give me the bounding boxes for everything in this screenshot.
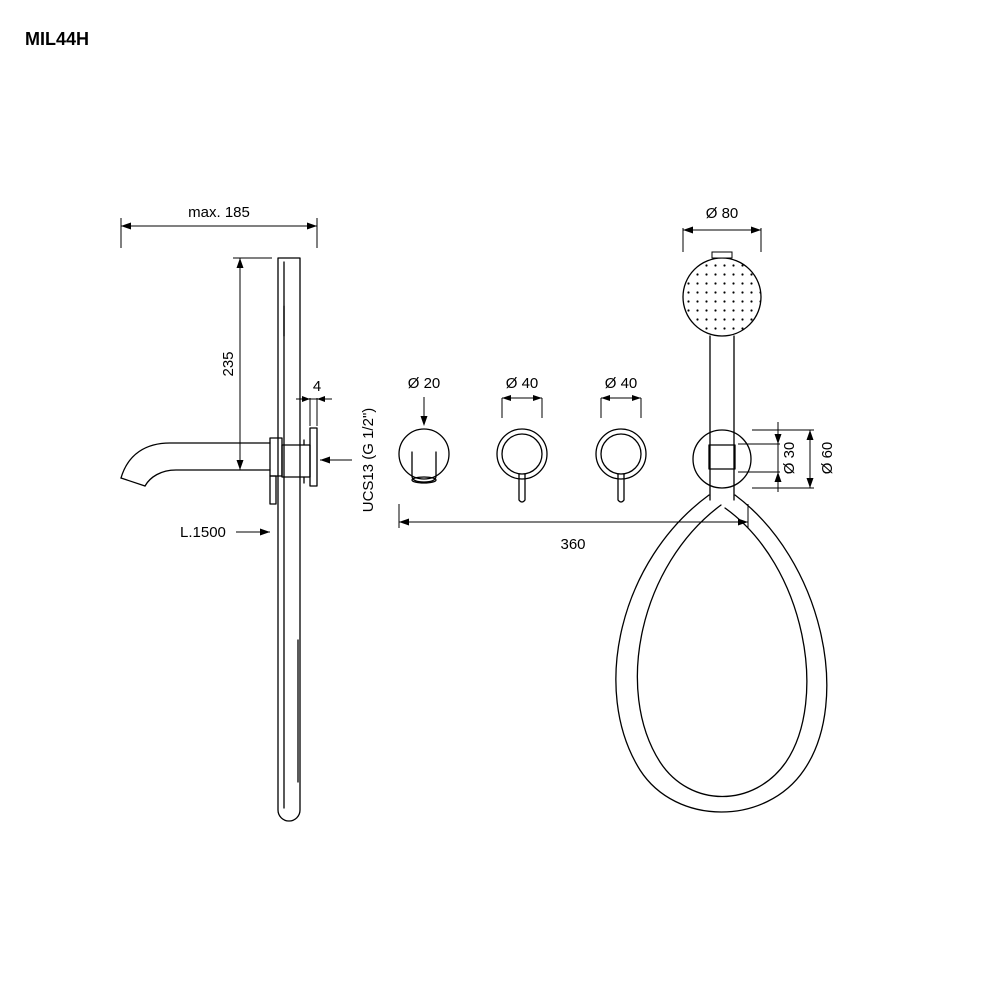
holder-inner-diameter-label: Ø 30 bbox=[781, 442, 798, 475]
spout-diameter-label: Ø 20 bbox=[408, 375, 441, 392]
plate-thickness-label: 4 bbox=[313, 378, 321, 395]
centers-label: 360 bbox=[560, 536, 585, 553]
product-code: MIL44H bbox=[25, 29, 89, 49]
height-label: 235 bbox=[220, 351, 237, 376]
handle1-diameter-label: Ø 40 bbox=[506, 375, 539, 392]
holder-outer-diameter-label: Ø 60 bbox=[819, 442, 836, 475]
head-diameter-label: Ø 80 bbox=[706, 205, 739, 222]
front-view: Ø 20 Ø 40 Ø 40 360 bbox=[398, 205, 836, 813]
handle2-diameter-label: Ø 40 bbox=[605, 375, 638, 392]
side-view: max. 185 235 4 UCS13 (G 1/2") bbox=[120, 204, 377, 822]
connection-label: UCS13 (G 1/2") bbox=[360, 408, 377, 513]
max-depth-label: max. 185 bbox=[188, 204, 250, 221]
hose-length-label: L.1500 bbox=[180, 524, 226, 541]
